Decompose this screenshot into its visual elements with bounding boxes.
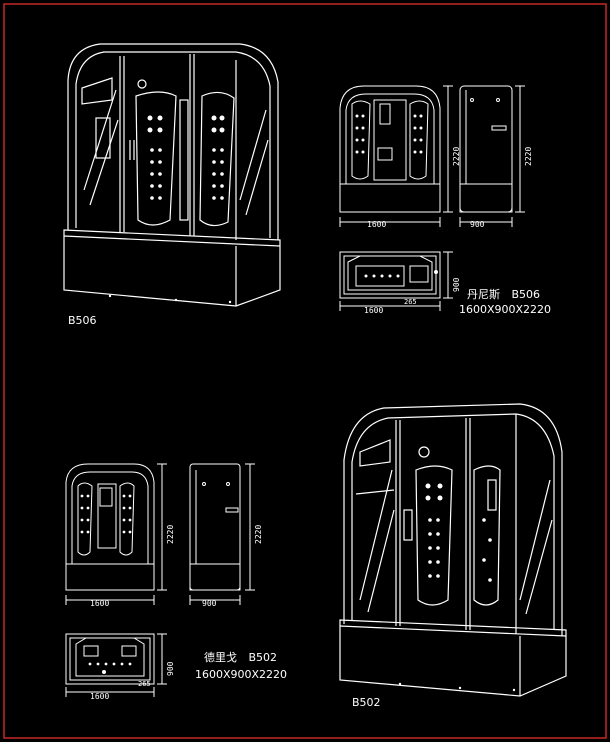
b502-front-height-dim: 2220 (166, 524, 175, 544)
b502-side-width-dim: 900 (202, 599, 217, 608)
b506-name-block: 丹尼斯 B506 (467, 286, 540, 302)
b506-plan-view (339, 251, 453, 311)
b502-name-cn: 德里戈 (204, 651, 237, 664)
b502-name-block: 德里戈 B502 (204, 649, 277, 665)
b502-side-height-dim: 2220 (254, 524, 263, 544)
b506-perspective (63, 43, 281, 307)
b502-size: 1600X900X2220 (195, 668, 288, 681)
b506-side-width-dim: 900 (470, 220, 485, 229)
b506-front-width-dim: 1600 (367, 220, 387, 229)
drawing-border (3, 3, 607, 739)
b506-size: 1600X900X2220 (459, 303, 552, 316)
b502-plan-small-dim: 265 (138, 680, 151, 688)
b506-side-elevation (459, 85, 525, 227)
b502-side-elevation (189, 463, 255, 605)
b502-plan-view (65, 633, 167, 697)
b502-name-model: B502 (248, 651, 278, 664)
b502-perspective (339, 403, 567, 697)
b506-plan-width-dim: 1600 (364, 306, 384, 315)
b502-plan-depth-dim: 900 (166, 661, 175, 676)
b506-plan-small-dim: 265 (404, 298, 417, 306)
b506-front-height-dim: 2220 (452, 146, 461, 166)
b506-plan-depth-dim: 900 (452, 277, 461, 292)
b502-plan-width-dim: 1600 (90, 692, 110, 701)
b506-side-height-dim: 2220 (524, 146, 533, 166)
b502-model-label: B502 (352, 696, 381, 709)
b506-name-model: B506 (511, 288, 541, 301)
b506-name-cn: 丹尼斯 (467, 288, 500, 301)
b502-front-elevation (65, 463, 167, 605)
b506-model-label: B506 (68, 314, 97, 327)
b502-front-width-dim: 1600 (90, 599, 110, 608)
b506-front-elevation (339, 85, 453, 227)
